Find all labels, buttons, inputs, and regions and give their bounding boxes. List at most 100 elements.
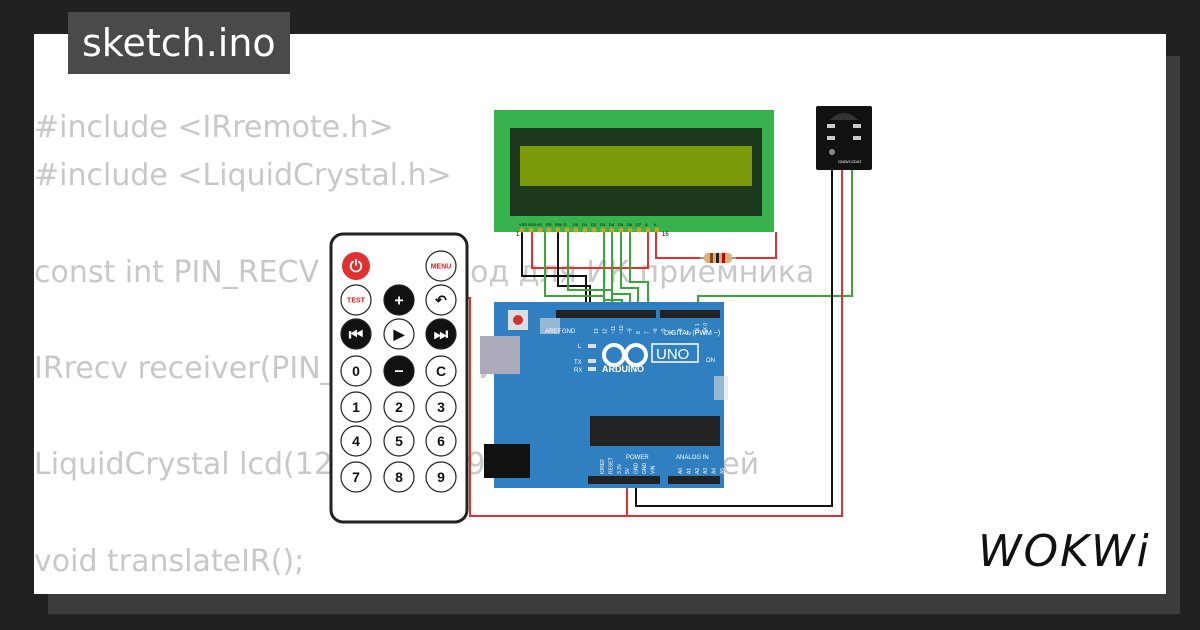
- resistor[interactable]: [700, 253, 736, 263]
- wire-green-d6: [620, 232, 639, 312]
- rx-led-label: RX: [574, 368, 582, 374]
- remote-button-label: +: [394, 293, 403, 310]
- remote-button-label: 5: [395, 433, 403, 449]
- digital-pin-label: ~9: [628, 328, 634, 334]
- remote-button[interactable]: MENU: [425, 250, 457, 282]
- remote-button-label: 4: [352, 433, 360, 449]
- lcd-pin[interactable]: [609, 227, 615, 233]
- remote-button[interactable]: ⏭: [425, 318, 457, 350]
- remote-button[interactable]: ▶: [383, 318, 415, 350]
- remote-button-label: 9: [437, 469, 445, 485]
- lcd-pin[interactable]: [537, 227, 543, 233]
- analog-pin-label: A4: [712, 468, 718, 474]
- lcd-pin[interactable]: [582, 227, 588, 233]
- lcd-pin[interactable]: [546, 227, 552, 233]
- remote-button-label: MENU: [431, 263, 452, 270]
- lcd-pin-label: RS: [546, 222, 552, 227]
- wokwi-logo: WOKWi: [978, 526, 1151, 577]
- lcd-first-pin-label: 1: [516, 232, 520, 238]
- uno-model: UNO: [656, 346, 689, 363]
- remote-button[interactable]: 1: [340, 391, 372, 423]
- remote-button[interactable]: 3: [425, 391, 457, 423]
- lcd-pin[interactable]: [591, 227, 597, 233]
- remote-button[interactable]: 4: [340, 425, 372, 457]
- lcd-pin-label: RW: [555, 222, 562, 227]
- code-line: void translateIR();: [34, 543, 305, 579]
- lcd-pin[interactable]: [645, 227, 651, 233]
- remote-button[interactable]: ↶: [425, 284, 457, 316]
- remote-button[interactable]: ⏻: [340, 250, 372, 282]
- digital-pin-label: ~11: [611, 326, 617, 334]
- ir-pin-gnd: GND: [838, 159, 847, 164]
- power-pin-label: IOREF: [600, 459, 606, 474]
- remote-button-label: 7: [352, 469, 360, 485]
- digital-pin-label: RX 0: [703, 323, 709, 334]
- arduino-uno-board[interactable]: AREF GND DIGITAL (PWM ~) L TX RX ARDUINO…: [480, 302, 728, 488]
- remote-button-label: ⏮: [349, 327, 363, 344]
- lcd-pin-label: D1: [582, 222, 588, 227]
- aref-label: AREF: [545, 329, 561, 335]
- lcd-pin-label: D4: [609, 222, 615, 227]
- digital-pin-label: ~10: [619, 325, 625, 334]
- power-pin-label: RESET: [608, 457, 614, 474]
- remote-button[interactable]: C: [425, 355, 457, 387]
- power-pin-label: VIN: [650, 465, 656, 474]
- remote-button[interactable]: TEST: [340, 284, 372, 316]
- remote-button[interactable]: +: [383, 284, 415, 316]
- wire-green-d7: [629, 232, 649, 312]
- remote-button-label: ⏭: [434, 327, 449, 344]
- digital-pin-label: ~3: [678, 328, 684, 334]
- digital-pin-label: 13: [594, 328, 600, 334]
- remote-button[interactable]: 5: [383, 425, 415, 457]
- digital-label: DIGITAL (PWM ~): [664, 330, 720, 337]
- remote-button[interactable]: 6: [425, 425, 457, 457]
- lcd-pin[interactable]: [528, 227, 534, 233]
- lcd-pin[interactable]: [636, 227, 642, 233]
- digital-pin-label: TX 1: [695, 323, 701, 334]
- lcd-pin[interactable]: [627, 227, 633, 233]
- remote-button[interactable]: 0: [340, 355, 372, 387]
- code-line: #include <IRremote.h>: [34, 110, 394, 145]
- lcd-pin[interactable]: [555, 227, 561, 233]
- lcd-pin-label: D0: [573, 222, 579, 227]
- lcd-pin[interactable]: [654, 227, 660, 233]
- remote-button[interactable]: ⏮: [340, 318, 372, 350]
- remote-button[interactable]: 2: [383, 391, 415, 423]
- lcd-pin-label: VDD: [528, 222, 537, 227]
- lcd-pin-label: K: [654, 222, 657, 227]
- remote-button[interactable]: 9: [425, 461, 457, 493]
- lcd-pin[interactable]: [618, 227, 624, 233]
- lcd-pin[interactable]: [600, 227, 606, 233]
- wire-red-resistor: [736, 232, 777, 259]
- remote-button-label: 1: [352, 399, 360, 415]
- remote-button-label: 0: [352, 363, 360, 379]
- code-line: #include <LiquidCrystal.h>: [34, 158, 452, 194]
- remote-button[interactable]: 7: [340, 461, 372, 493]
- lcd-last-pin-label: 16: [662, 232, 669, 238]
- lcd-pin-label: D3: [600, 222, 606, 227]
- remote-button-label: ▶: [393, 326, 406, 342]
- lcd-pin[interactable]: [564, 227, 570, 233]
- wire-red-backlight: [655, 232, 700, 259]
- remote-button-label: TEST: [347, 297, 366, 304]
- remote-button[interactable]: −: [383, 355, 415, 387]
- lcd-pin-label: D5: [618, 222, 624, 227]
- ir-pin-dat: DAT: [854, 159, 862, 164]
- remote-button-label: ⏻: [350, 259, 363, 276]
- lcd-pin[interactable]: [573, 227, 579, 233]
- ir-receiver[interactable]: GND VCC DAT: [816, 106, 872, 170]
- l-led-label: L: [578, 344, 582, 350]
- power-pin-label: GND: [634, 463, 640, 475]
- lcd-pin-label: E: [564, 222, 567, 227]
- power-pin-label: GND: [642, 463, 648, 475]
- remote-button[interactable]: 8: [383, 461, 415, 493]
- lcd-pin-label: D2: [591, 222, 597, 227]
- lcd-pin-label: A: [645, 222, 648, 227]
- remote-button-label: 6: [437, 433, 445, 449]
- lcd-pin[interactable]: [519, 227, 525, 233]
